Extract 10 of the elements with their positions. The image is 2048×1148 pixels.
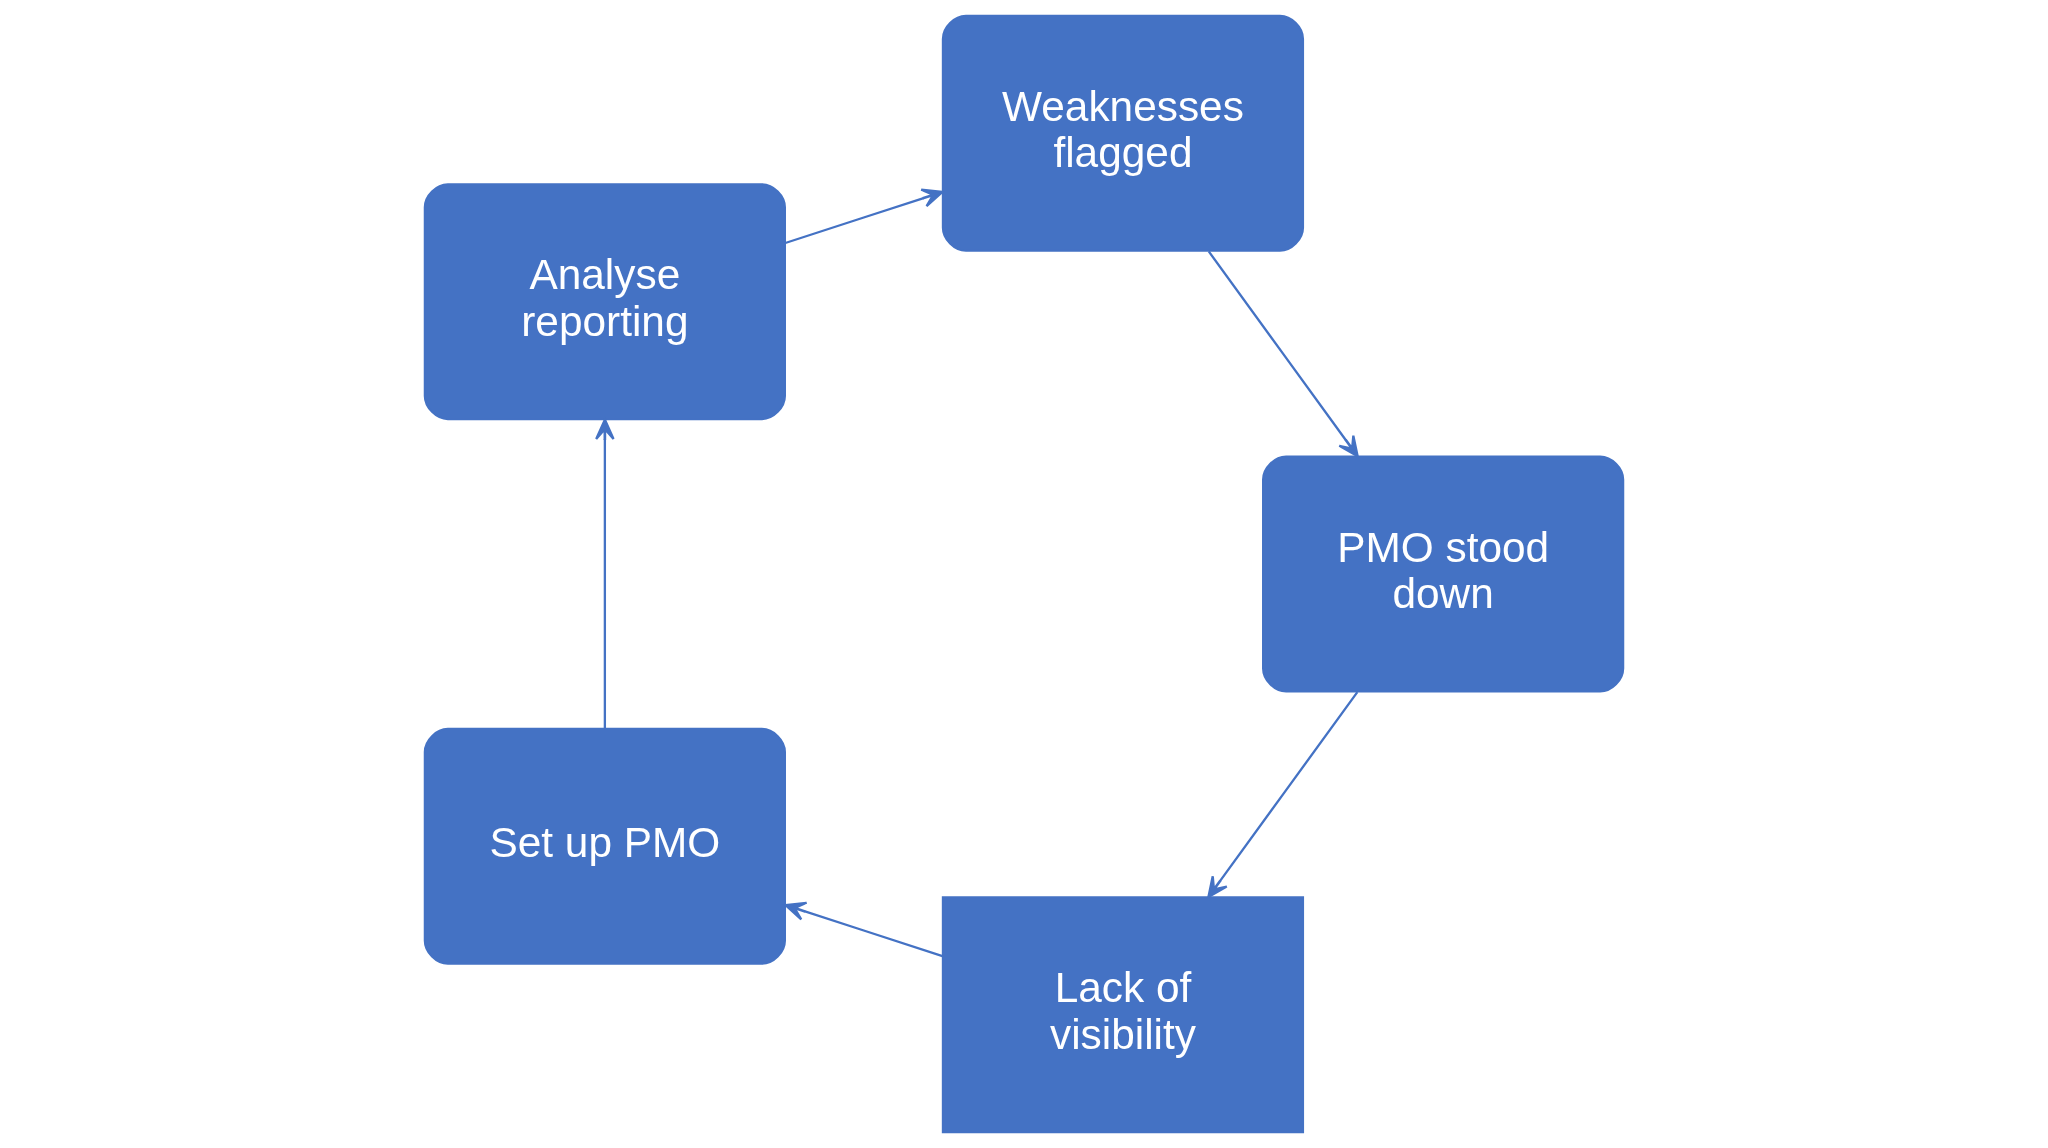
node-box: Analyse reporting xyxy=(423,183,786,421)
arrow xyxy=(1207,250,1359,458)
arrow xyxy=(595,418,615,729)
node-box: Lack of visibility xyxy=(941,896,1305,1134)
node-box: Weaknesses flagged xyxy=(941,14,1305,252)
node-box: PMO stood down xyxy=(1262,455,1625,693)
arrow xyxy=(784,901,943,958)
arrow xyxy=(1207,691,1359,899)
node-box: Set up PMO xyxy=(423,727,786,965)
arrow xyxy=(785,188,944,245)
